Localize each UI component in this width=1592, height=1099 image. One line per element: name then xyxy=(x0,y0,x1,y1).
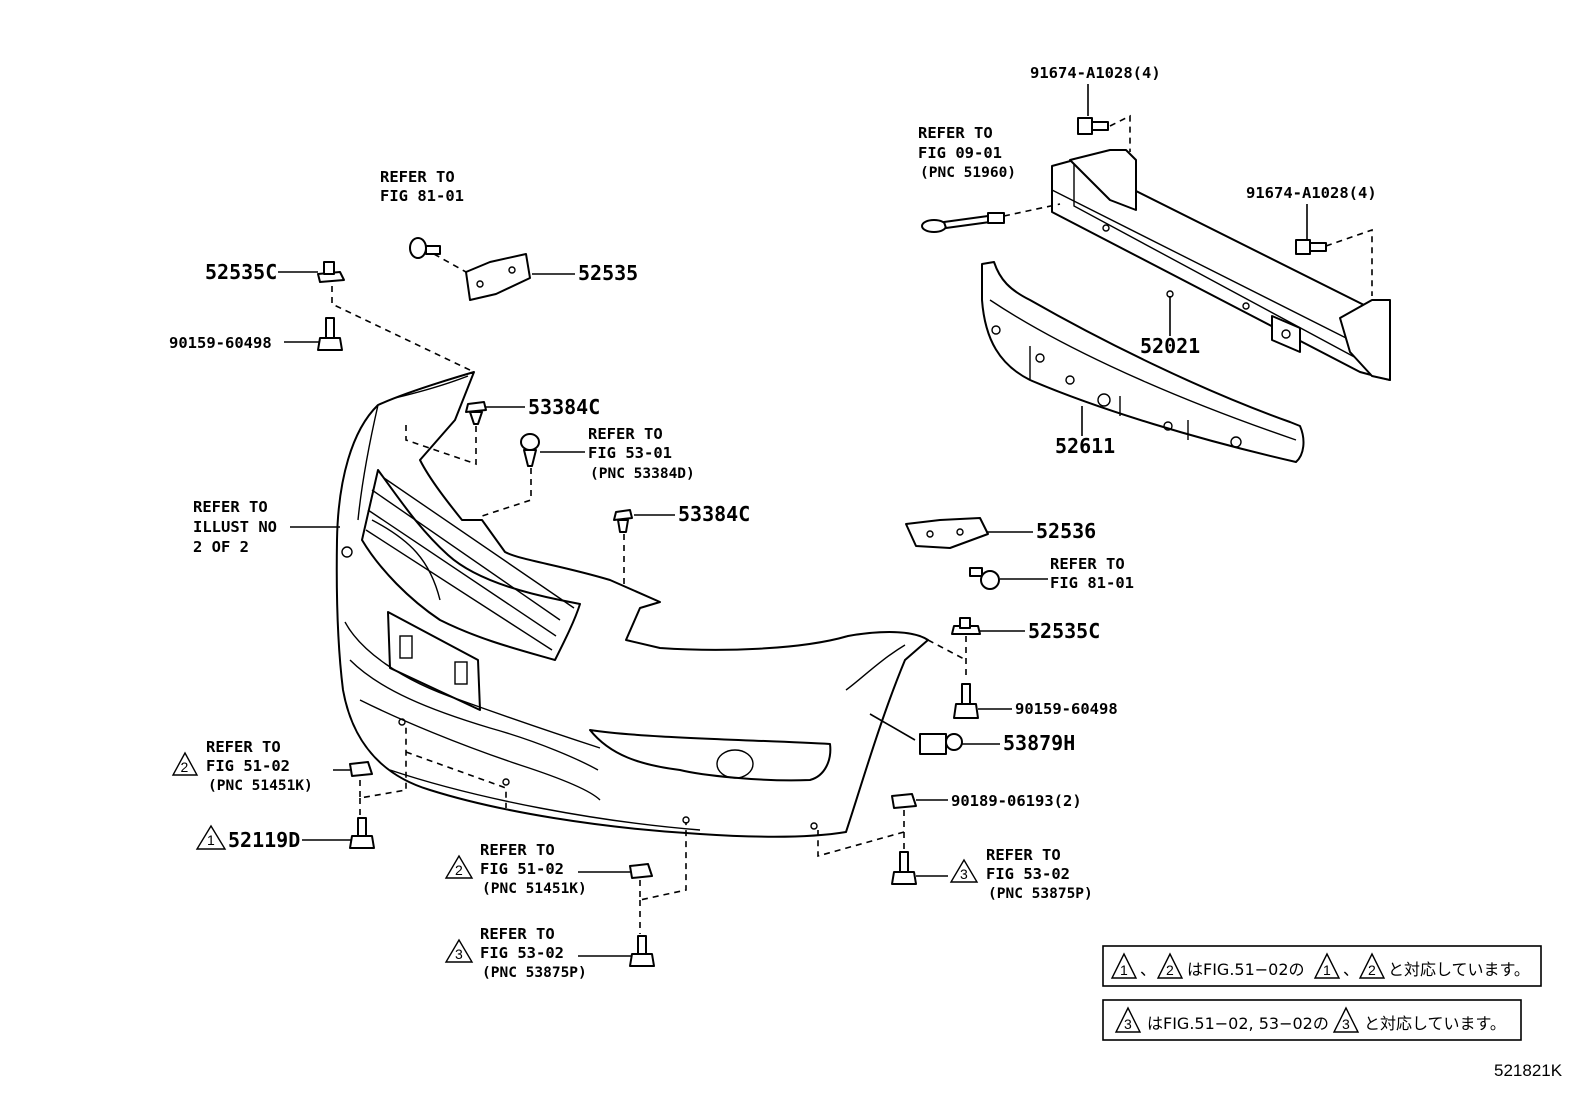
bolt-91674-right xyxy=(1295,239,1327,255)
ref-fig8101-top-l2: FIG 81-01 xyxy=(380,187,464,205)
note-box-1: 1 、 2 はFIG.51−02の 1 、 2 と対応しています。 xyxy=(1102,945,1542,987)
clip-53384d xyxy=(520,433,540,467)
label-53384c-b: 53384C xyxy=(678,502,750,526)
bolt-fig5302-mid xyxy=(629,935,655,967)
note2-end: と対応しています。 xyxy=(1364,1014,1506,1033)
svg-text:2: 2 xyxy=(1368,962,1376,978)
bracket-52535 xyxy=(465,253,531,301)
towing-eye-fig0901 xyxy=(921,212,1005,233)
label-52611: 52611 xyxy=(1055,434,1115,458)
marker-triangle-2-left: 2 xyxy=(171,751,199,776)
marker-triangle-3-mid: 3 xyxy=(444,938,474,963)
bolt-90159-top xyxy=(317,317,343,351)
bolt-fig5302-right xyxy=(891,851,917,885)
ref-fig0901-l3: (PNC 51960) xyxy=(920,165,1016,181)
retainer-53879h xyxy=(919,733,963,755)
marker-triangle-3-right: 3 xyxy=(949,858,979,883)
ref-fig5102-left-l3: (PNC 51451K) xyxy=(208,778,313,794)
ref-fig8101-right-l1: REFER TO xyxy=(1050,555,1125,573)
ref-illust-l1: REFER TO xyxy=(193,498,268,516)
ref-fig0901-l1: REFER TO xyxy=(918,124,993,142)
clip-52535c-right xyxy=(951,617,981,635)
ref-fig5102-mid-l1: REFER TO xyxy=(480,841,555,859)
svg-text:3: 3 xyxy=(1124,1016,1132,1032)
svg-text:1: 1 xyxy=(1120,962,1128,978)
ref-fig5102-left-l1: REFER TO xyxy=(206,738,281,756)
ref-fig5302-mid-l3: (PNC 53875P) xyxy=(482,965,587,981)
dashed-assembly-lines xyxy=(331,114,1373,934)
note1-sep2: 、 xyxy=(1343,960,1359,979)
label-90189: 90189-06193(2) xyxy=(951,792,1082,810)
label-90159-top: 90159-60498 xyxy=(169,334,272,352)
ref-illust-l2: ILLUST NO xyxy=(193,518,277,536)
nut-fig5102-mid xyxy=(629,863,653,879)
svg-text:2: 2 xyxy=(1166,962,1174,978)
screw-fig8101-right xyxy=(969,567,1000,590)
label-53879h: 53879H xyxy=(1003,731,1075,755)
ref-illust-l3: 2 OF 2 xyxy=(193,538,249,556)
ref-fig5102-mid-l3: (PNC 51451K) xyxy=(482,881,587,897)
note-box-2: 3 はFIG.51−02, 53−02の 3 と対応しています。 xyxy=(1102,999,1522,1041)
diagram-id: 521821K xyxy=(1494,1061,1563,1080)
label-52535: 52535 xyxy=(578,261,638,285)
part-number-labels: 91674-A1028(4) 91674-A1028(4) 52535C 525… xyxy=(169,64,1377,852)
svg-text:1: 1 xyxy=(207,832,215,848)
nut-fig5102-left xyxy=(349,761,373,777)
label-91674-top: 91674-A1028(4) xyxy=(1030,64,1161,82)
ref-fig5102-mid-l2: FIG 51-02 xyxy=(480,860,564,878)
label-52119d: 52119D xyxy=(228,828,300,852)
note2-mid: はFIG.51−02, 53−02の xyxy=(1147,1014,1329,1033)
ref-fig5302-right-l2: FIG 53-02 xyxy=(986,865,1070,883)
label-52535c-right: 52535C xyxy=(1028,619,1100,643)
label-52021: 52021 xyxy=(1140,334,1200,358)
svg-text:2: 2 xyxy=(455,862,463,878)
note1-end: と対応しています。 xyxy=(1388,960,1530,979)
bolt-52119d xyxy=(349,817,375,849)
ref-fig5302-right-l1: REFER TO xyxy=(986,846,1061,864)
screw-fig8101-top xyxy=(409,237,441,259)
ref-fig5301-top-l2: FIG 53-01 xyxy=(588,444,672,462)
ref-fig5301-top-l3: (PNC 53384D) xyxy=(590,466,695,482)
svg-text:2: 2 xyxy=(181,759,189,775)
svg-text:3: 3 xyxy=(960,866,968,882)
clip-53384c-a xyxy=(465,401,487,425)
marker-triangle-2-mid: 2 xyxy=(444,854,474,879)
ref-fig5102-left-l2: FIG 51-02 xyxy=(206,757,290,775)
clip-53384c-b xyxy=(613,509,633,533)
leader-lines xyxy=(278,84,1308,957)
ref-fig5302-mid-l1: REFER TO xyxy=(480,925,555,943)
marker-triangle-1-bolt: 1 xyxy=(195,824,227,850)
ref-fig5302-right-l3: (PNC 53875P) xyxy=(988,886,1093,902)
ref-fig5301-top-l1: REFER TO xyxy=(588,425,663,443)
clip-52535c-top xyxy=(317,261,345,283)
label-91674-right: 91674-A1028(4) xyxy=(1246,184,1377,202)
label-52535c-top: 52535C xyxy=(205,260,277,284)
nut-90189 xyxy=(891,793,917,809)
note1-mid: はFIG.51−02の xyxy=(1187,960,1305,979)
reference-notes: REFER TO FIG 09-01 (PNC 51960) REFER TO … xyxy=(171,124,1134,981)
label-53384c-a: 53384C xyxy=(528,395,600,419)
bumper-reinforcement-52021 xyxy=(1051,149,1391,381)
svg-text:3: 3 xyxy=(1342,1016,1350,1032)
svg-text:1: 1 xyxy=(1323,962,1331,978)
ref-fig8101-top-l1: REFER TO xyxy=(380,168,455,186)
svg-text:3: 3 xyxy=(455,946,463,962)
ref-fig5302-mid-l2: FIG 53-02 xyxy=(480,944,564,962)
ref-fig0901-l2: FIG 09-01 xyxy=(918,144,1002,162)
note1-sep: 、 xyxy=(1140,960,1156,979)
ref-fig8101-right-l2: FIG 81-01 xyxy=(1050,574,1134,592)
bumper-cover xyxy=(335,371,929,838)
label-52536: 52536 xyxy=(1036,519,1096,543)
bolt-90159-right xyxy=(953,683,979,719)
label-90159-right: 90159-60498 xyxy=(1015,700,1118,718)
energy-absorber-52611 xyxy=(981,261,1305,463)
bracket-52536 xyxy=(905,517,989,549)
bolt-91674-top xyxy=(1077,117,1109,135)
